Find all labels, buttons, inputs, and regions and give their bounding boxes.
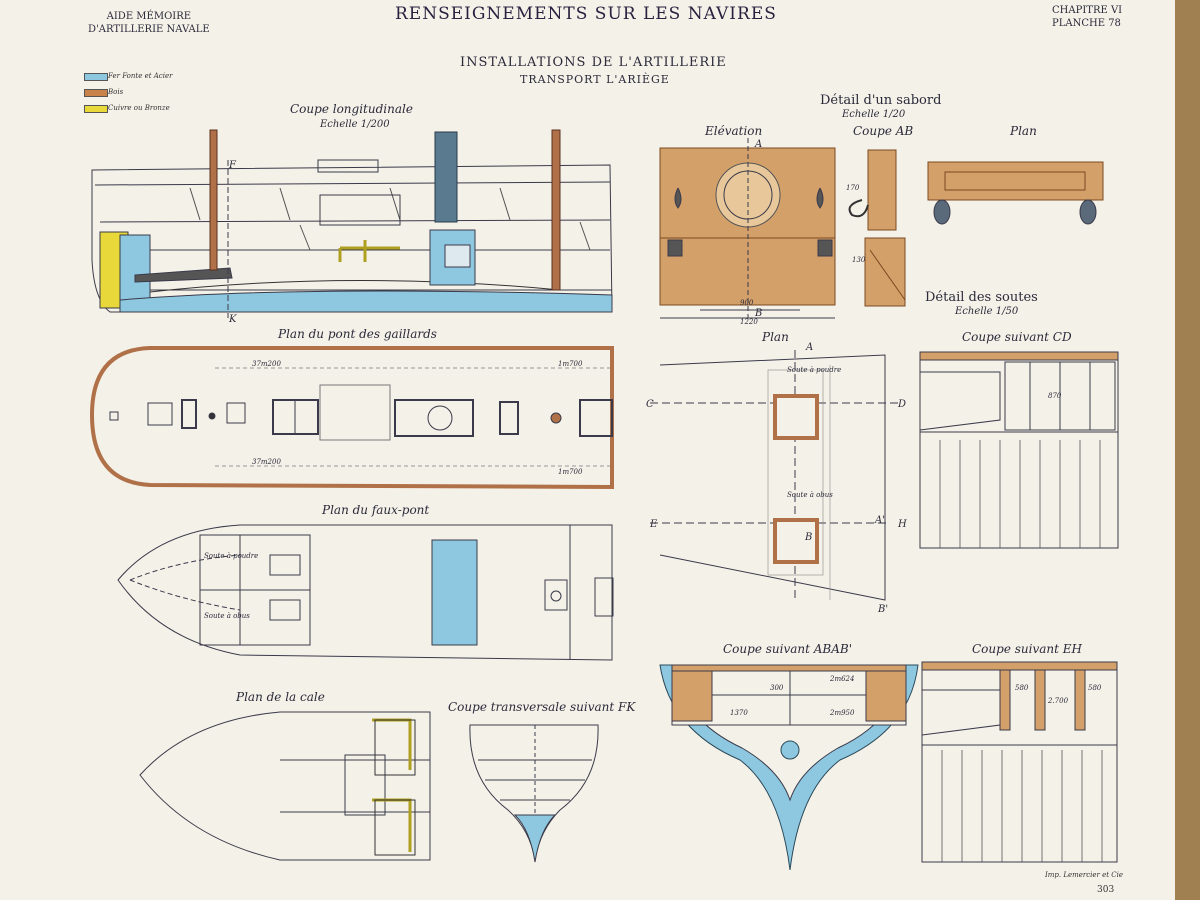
dim-7: 170 [846, 184, 860, 192]
hold-plan [139, 711, 431, 861]
section-eh [921, 661, 1118, 863]
scale-detail-soutes: Echelle 1/50 [955, 306, 1019, 317]
title-plan-soutes: Plan [762, 330, 789, 344]
title-detail-sabord: Détail d'un sabord [820, 93, 942, 108]
header-left-line1: AIDE MÉMOIRE [106, 11, 192, 22]
title-coupe-ab: Coupe AB [853, 124, 914, 138]
dim-3: 1m700 [558, 360, 583, 368]
label-e: E [649, 519, 658, 530]
title-cale: Plan de la cale [236, 690, 325, 704]
title-coupe-abab: Coupe suivant ABAB' [723, 642, 853, 656]
legend-label-iron: Fer Fonte et Acier [108, 72, 173, 80]
footer-page-number: 303 [1097, 885, 1114, 895]
text-soute-poudre: Soute à poudre [787, 366, 841, 374]
quarterdeck-plan [89, 346, 614, 490]
dim-15: 580 [1088, 684, 1102, 692]
dim-11: 2m950 [829, 709, 855, 717]
transverse-section-fk [469, 724, 599, 863]
text-soute-poudre-fp: Soute à poudre [204, 552, 258, 560]
label-b-plan: B [804, 532, 812, 543]
header-left-line2: D'ARTILLERIE NAVALE [88, 24, 210, 35]
dim-4: 1m700 [558, 468, 583, 476]
header-right-line1: CHAPITRE VI [1052, 5, 1123, 16]
dim-12: 2m624 [829, 675, 854, 683]
title-detail-soutes: Détail des soutes [925, 290, 1038, 305]
text-soute-obus: Soute à obus [787, 491, 833, 499]
header-right-line2: PLANCHE 78 [1052, 18, 1121, 29]
text-soute-obus-fp: Soute à obus [204, 612, 250, 620]
dim-10: 1370 [730, 709, 748, 717]
legend-label-wood: Bois [108, 88, 124, 96]
port-section-ab [848, 149, 906, 307]
longitudinal-section [91, 129, 613, 318]
title-elevation: Elévation [705, 124, 763, 138]
title-gaillards: Plan du pont des gaillards [278, 327, 437, 341]
label-a-plan: A [805, 342, 813, 353]
label-c: C [646, 399, 654, 410]
header-right: CHAPITRE VI PLANCHE 78 [1052, 4, 1122, 30]
label-h: H [897, 519, 907, 530]
section-abab [659, 664, 919, 871]
title-plan-sabord: Plan [1010, 124, 1037, 138]
footer-imprint: Imp. Lemercier et Cie [1044, 871, 1123, 879]
legend-swatch-wood [84, 89, 108, 97]
dim-2: 37m200 [252, 458, 281, 466]
subtitle-line1: INSTALLATIONS DE L'ARTILLERIE [460, 55, 727, 70]
title-coupe-longitudinale: Coupe longitudinale [290, 102, 413, 116]
port-plan [927, 161, 1104, 225]
orlop-deck-plan [117, 524, 614, 661]
engineering-drawing: F K A B A C D E H A' B B' Soute à poudre… [89, 129, 1123, 895]
legend-label-copper: Cuivre ou Bronze [108, 104, 170, 112]
dim-9: 870 [1048, 392, 1062, 400]
scale-detail-sabord: Echelle 1/20 [842, 109, 906, 120]
book-spine [1175, 0, 1200, 900]
legend-swatch-iron [84, 73, 108, 81]
subtitle-line2: TRANSPORT L'ARIÈGE [520, 73, 670, 86]
label-b-elev: B [754, 308, 762, 319]
label-f: F [228, 160, 237, 171]
label-k: K [228, 314, 237, 325]
dim-16: 2.700 [1047, 697, 1069, 705]
label-d: D [897, 399, 906, 410]
label-a-elev: A [754, 139, 762, 150]
section-cd [919, 351, 1119, 549]
title-coupe-eh: Coupe suivant EH [972, 642, 1082, 656]
magazine-plan [650, 350, 900, 601]
page-title: RENSEIGNEMENTS SUR LES NAVIRES [395, 4, 777, 24]
port-elevation [659, 138, 836, 319]
header-left: AIDE MÉMOIRE D'ARTILLERIE NAVALE [88, 10, 210, 36]
title-coupe-cd: Coupe suivant CD [962, 330, 1072, 344]
label-a-prime: A' [874, 515, 885, 526]
dim-13: 300 [770, 684, 784, 692]
dim-1: 37m200 [252, 360, 281, 368]
dim-8: 130 [852, 256, 866, 264]
title-faux-pont: Plan du faux-pont [322, 503, 430, 517]
dim-5: 900 [740, 299, 754, 307]
dim-6: 1220 [740, 318, 758, 326]
label-b-prime: B' [877, 604, 888, 615]
scale-coupe-longitudinale: Echelle 1/200 [320, 119, 390, 130]
dim-14: 580 [1015, 684, 1029, 692]
legend-swatch-copper [84, 105, 108, 113]
title-coupe-fk: Coupe transversale suivant FK [448, 700, 636, 714]
